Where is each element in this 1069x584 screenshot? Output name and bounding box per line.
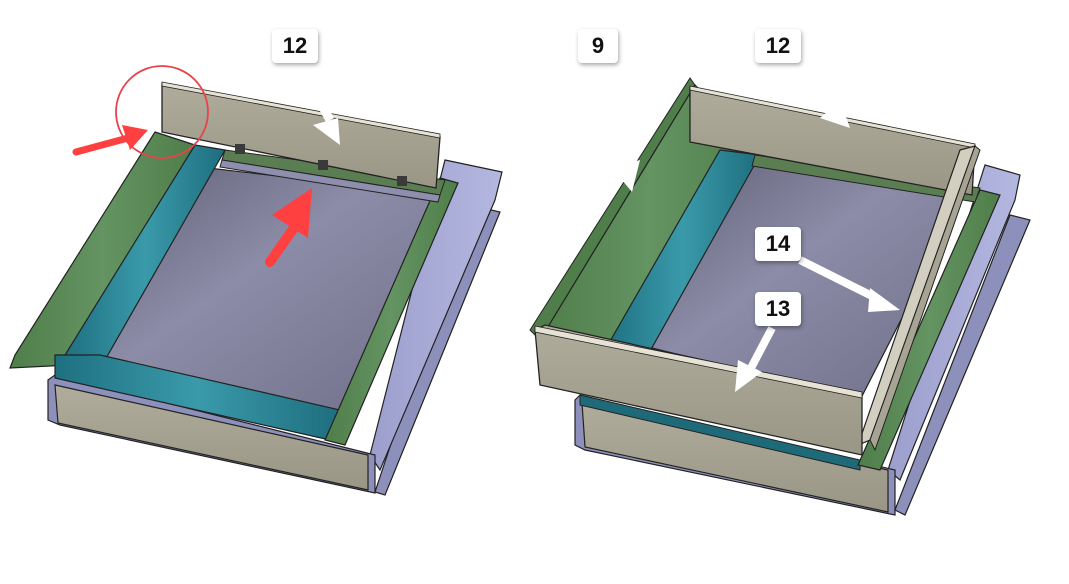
highlight-circle-icon bbox=[115, 65, 209, 159]
callout-arrow-icon bbox=[798, 256, 900, 312]
right-assembly bbox=[529, 77, 1031, 516]
callout-label-14: 14 bbox=[755, 227, 801, 261]
red-arrow-icon bbox=[72, 125, 148, 156]
clip-icon bbox=[318, 160, 328, 170]
clip-icon bbox=[397, 176, 407, 186]
left-assembly bbox=[9, 81, 503, 496]
red-arrow-icon bbox=[265, 188, 312, 267]
callout-arrow-icon bbox=[735, 326, 776, 392]
callout-label-9: 9 bbox=[578, 29, 618, 63]
callout-arrow-icon bbox=[296, 63, 340, 145]
callout-arrow-icon bbox=[596, 65, 640, 192]
callout-label-12-left: 12 bbox=[272, 29, 318, 63]
callout-arrow-icon bbox=[796, 63, 850, 128]
clip-icon bbox=[235, 144, 245, 154]
callout-label-13: 13 bbox=[755, 292, 801, 326]
callout-label-12-right: 12 bbox=[755, 29, 801, 63]
